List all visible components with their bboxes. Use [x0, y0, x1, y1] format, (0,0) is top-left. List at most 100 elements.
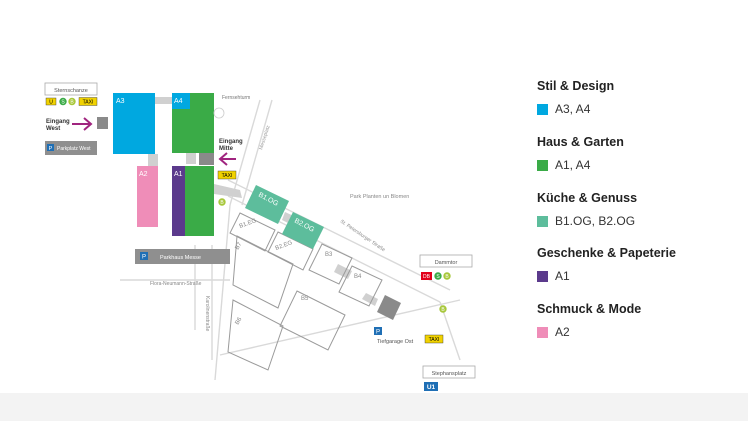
station-label: Dammtor	[435, 260, 458, 266]
bus-icon	[68, 97, 76, 106]
hall-b3-label: B3	[325, 252, 333, 258]
hall-b2-og[interactable]: B2.OG	[282, 212, 324, 249]
legend-group-haus-garten[interactable]: Haus & Garten A1, A4	[537, 135, 737, 172]
u1-icon	[424, 382, 438, 391]
legend-title: Schmuck & Mode	[537, 302, 642, 316]
s-bahn-icon	[434, 272, 442, 280]
footer-band	[0, 393, 748, 421]
legend-swatch	[537, 270, 548, 282]
street-messeplatz-label: Messeplatz	[258, 124, 272, 150]
hall-a3[interactable]: A3	[113, 93, 155, 154]
street-karolinenstrasse-label: Karolinenstraße	[204, 296, 210, 332]
legend-swatch	[537, 159, 548, 171]
legend-title: Küche & Genuss	[537, 191, 638, 205]
entrance-west-label-2: West	[46, 126, 60, 132]
bus-badge: B	[441, 307, 445, 313]
hall-mitte-block	[199, 153, 214, 165]
legend-halls: B1.OG, B2.OG	[555, 214, 636, 228]
hall-a1[interactable]: A1	[172, 166, 214, 236]
connector-a3-a4	[155, 97, 172, 104]
hall-b5[interactable]: B5	[279, 290, 346, 351]
taxi-icon	[217, 170, 237, 180]
parking-tiefgarage[interactable]: P Tiefgarage Ost	[374, 327, 414, 345]
taxi-icon	[78, 97, 98, 106]
legend-swatch	[537, 215, 548, 227]
entrance-mitte[interactable]: Eingang Mitte	[218, 139, 243, 166]
legend-title: Geschenke & Papeterie	[537, 246, 676, 260]
legend-group-geschenke-papeterie[interactable]: Geschenke & Papeterie A1	[537, 246, 737, 283]
legend-halls: A2	[555, 325, 570, 339]
hall-a3-label: A3	[116, 98, 125, 105]
hall-b7-label: B7	[235, 241, 244, 251]
bus-icon	[439, 305, 447, 313]
station-label: Sternschanze	[54, 88, 88, 94]
station-label: Stephansplatz	[432, 371, 467, 377]
hall-a1-label: A1	[174, 171, 183, 178]
u-badge: U	[49, 100, 53, 106]
transit-badges-sternschanze: U S B TAXI	[45, 97, 98, 106]
parking-tiefgarage-label: Tiefgarage Ost	[377, 339, 414, 345]
entrance-mitte-label-2: Mitte	[219, 146, 234, 152]
parking-badge: P	[142, 255, 146, 261]
station-stephansplatz[interactable]: Stephansplatz	[422, 365, 476, 379]
street-flora-neumann-label: Flora-Neumann-Straße	[150, 281, 202, 287]
entrance-west[interactable]: Eingang West	[46, 117, 108, 132]
parking-messe[interactable]: P Parkhaus Messe	[135, 249, 230, 264]
legend-title: Haus & Garten	[537, 135, 624, 149]
legend-group-kueche-genuss[interactable]: Küche & Genuss B1.OG, B2.OG	[537, 191, 737, 228]
parking-badge: P	[376, 330, 380, 336]
parking-messe-label: Parkhaus Messe	[160, 255, 201, 261]
parking-badge: P	[49, 146, 53, 152]
taxi-badge: TAXI	[83, 100, 94, 106]
u1-badge: U1	[427, 384, 436, 391]
hall-b6[interactable]: B6	[227, 299, 284, 371]
station-sternschanze[interactable]: Sternschanze	[44, 82, 98, 96]
connector-a3-a2	[148, 154, 158, 166]
legend-swatch	[537, 103, 548, 115]
hall-b4-label: B4	[354, 274, 362, 280]
bus-badge: B	[445, 274, 449, 280]
legend-group-stil-design[interactable]: Stil & Design A3, A4	[537, 79, 737, 116]
hall-b1-eg[interactable]: B1.EG	[229, 212, 276, 252]
taxi-badge: TAXI	[222, 173, 233, 179]
hall-a4[interactable]: A4	[172, 93, 214, 153]
legend-swatch	[537, 326, 548, 338]
entrance-west-label-1: Eingang	[46, 119, 70, 125]
legend-group-schmuck-mode[interactable]: Schmuck & Mode A2	[537, 302, 737, 339]
bus-icon	[218, 198, 226, 206]
connector-a4-a1	[186, 152, 196, 164]
hall-a4-label: A4	[174, 98, 183, 105]
parking-west-label: Parkplatz West	[57, 146, 91, 152]
legend-halls: A1	[555, 269, 570, 283]
parking-icon	[374, 327, 382, 335]
connector-b4-east	[362, 293, 378, 306]
legend-title: Stil & Design	[537, 79, 615, 93]
fair-site-map: Sternschanze U S B TAXI Eingang West P P…	[44, 82, 476, 391]
hall-b7[interactable]: B7	[232, 235, 294, 309]
parking-icon	[47, 144, 54, 151]
connector-a1-b	[214, 184, 242, 198]
hall-b6-label: B6	[235, 316, 244, 326]
hall-b4[interactable]: B4	[338, 265, 383, 307]
s-bahn-icon	[59, 97, 67, 106]
hall-a2[interactable]: A2	[137, 166, 158, 227]
hall-b5-label: B5	[301, 296, 309, 302]
db-icon	[421, 272, 432, 280]
hall-east-block	[377, 295, 401, 320]
entrance-mitte-label-1: Eingang	[219, 139, 243, 145]
hall-a2-label: A2	[139, 171, 148, 178]
s-badge: S	[436, 274, 440, 280]
station-dammtor[interactable]: Dammtor	[419, 254, 473, 268]
hall-b1-og[interactable]: B1.OG	[245, 185, 289, 224]
hall-b3[interactable]: B3	[308, 243, 353, 285]
parking-icon	[140, 252, 148, 260]
fernsehturm-icon	[213, 107, 225, 119]
bus-badge: B	[70, 100, 74, 106]
transit-badges-dammtor: DB S B	[421, 272, 451, 280]
taxi-badge: TAXI	[429, 337, 440, 343]
db-badge: DB	[423, 274, 431, 280]
bus-badge: B	[220, 200, 224, 206]
street-st-petersburger-label: St. Petersburger Straße	[339, 219, 386, 254]
parking-west[interactable]: P Parkplatz West	[45, 141, 97, 155]
fernsehturm-label: Fernsehturm	[222, 95, 250, 101]
